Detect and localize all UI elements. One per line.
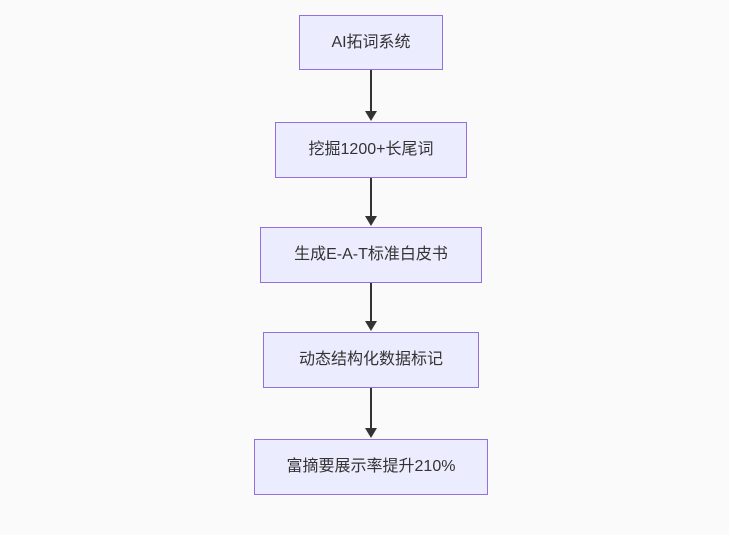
node-label: 动态结构化数据标记 xyxy=(298,351,443,369)
edge-line-n4-n5 xyxy=(370,388,372,431)
edge-arrowhead-icon-n1-n2 xyxy=(365,111,377,121)
edge-arrowhead-icon-n2-n3 xyxy=(365,216,377,226)
edge-line-n1-n2 xyxy=(370,70,372,114)
edge-line-n3-n4 xyxy=(370,283,372,324)
flowchart-node-n5: 富摘要展示率提升210% xyxy=(254,439,488,495)
flowchart-node-n2: 挖掘1200+长尾词 xyxy=(275,122,467,178)
flowchart-node-n3: 生成E-A-T标准白皮书 xyxy=(260,227,482,283)
edge-arrowhead-icon-n3-n4 xyxy=(365,321,377,331)
edge-arrowhead-icon-n4-n5 xyxy=(365,428,377,438)
flowchart-node-n1: AI拓词系统 xyxy=(299,15,443,70)
node-label: 生成E-A-T标准白皮书 xyxy=(294,246,448,264)
flowchart-node-n4: 动态结构化数据标记 xyxy=(263,332,479,388)
node-label: 挖掘1200+长尾词 xyxy=(308,141,434,159)
node-label: AI拓词系统 xyxy=(331,33,411,51)
node-label: 富摘要展示率提升210% xyxy=(286,458,456,476)
edge-line-n2-n3 xyxy=(370,178,372,219)
